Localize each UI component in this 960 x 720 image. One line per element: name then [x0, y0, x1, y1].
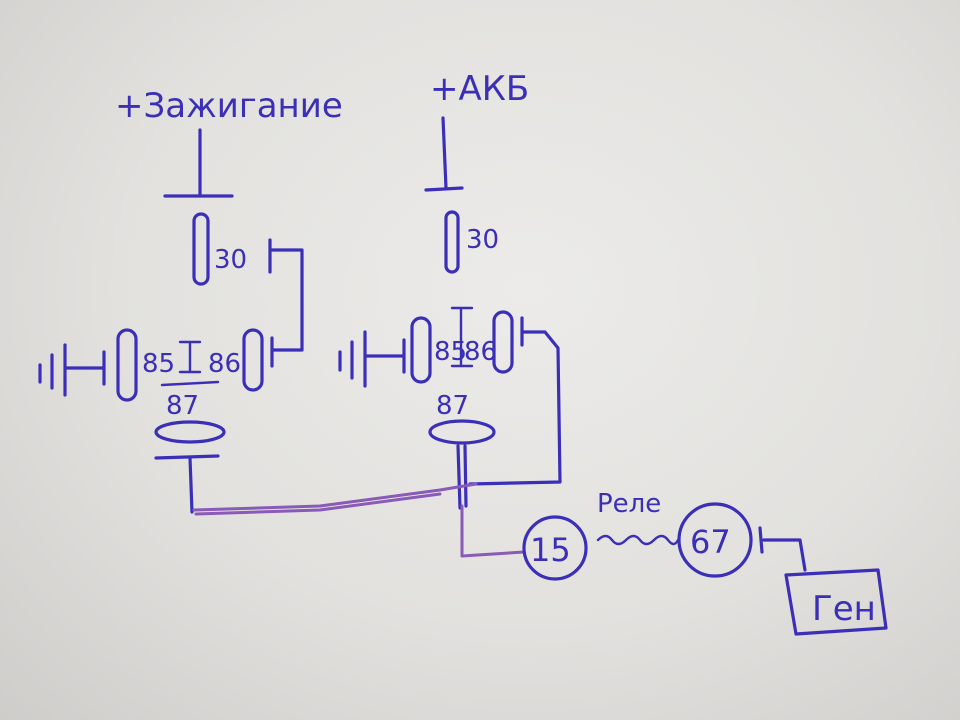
wire-to-generator — [758, 526, 807, 572]
ignition-label: +Зажигание — [115, 86, 343, 126]
terminal-15-label: 15 — [530, 531, 571, 569]
relay-1-pin87-contact — [154, 420, 226, 444]
relay-1-pin85-label: 85 — [142, 349, 175, 379]
relay-1-pin30-label: 30 — [214, 245, 247, 275]
terminal-67-label: 67 — [690, 523, 731, 561]
relay-1: 30 85 86 87 — [38, 128, 304, 514]
relay-2-pin30-label: 30 — [466, 225, 499, 255]
relay-1-pin85-contact — [116, 328, 138, 402]
relay-2-pin86-label: 86 — [464, 337, 497, 367]
regulator-label: Реле — [597, 489, 661, 519]
relay-1-ground-icon — [38, 343, 106, 397]
relay-2-ground-icon — [338, 330, 406, 388]
relay-2-pin85-contact — [410, 316, 432, 384]
bus-wire — [192, 482, 478, 512]
relay-1-pin86-contact — [242, 328, 264, 392]
generator-box — [784, 568, 888, 636]
relay-1-output-stub — [154, 454, 220, 514]
relay-2: 30 85 86 87 — [338, 116, 562, 510]
relay-2-feed-wire — [424, 116, 464, 192]
relay-1-pin86-label: 86 — [208, 349, 241, 379]
relay-1-pin30-contact — [192, 212, 210, 286]
battery-label: +АКБ — [430, 69, 529, 109]
relay-2-pin87-drop — [456, 444, 468, 510]
relay-1-pin87-underline — [160, 380, 220, 387]
bus-wire-shadow — [194, 492, 442, 516]
relay-2-coil-mark — [450, 306, 474, 368]
terminal-15-circle — [522, 515, 588, 581]
relay-1-jumper-wire — [268, 238, 304, 368]
relay-2-pin30-contact — [444, 210, 460, 274]
relay-2-pin86-contact — [492, 310, 514, 374]
relay-1-feed-wire — [163, 128, 234, 198]
wire-to-terminal-15 — [460, 504, 526, 558]
terminal-67-circle — [677, 502, 753, 578]
generator-label: Ген — [812, 589, 876, 629]
regulator-wavy-link — [596, 534, 680, 546]
relay-1-coil-mark — [178, 340, 202, 374]
relay-2-pin87-label: 87 — [436, 391, 469, 421]
relay-1-pin87-label: 87 — [166, 391, 199, 421]
relay-2-pin87-contact — [428, 419, 496, 445]
relay-2-output-wire — [468, 316, 562, 486]
